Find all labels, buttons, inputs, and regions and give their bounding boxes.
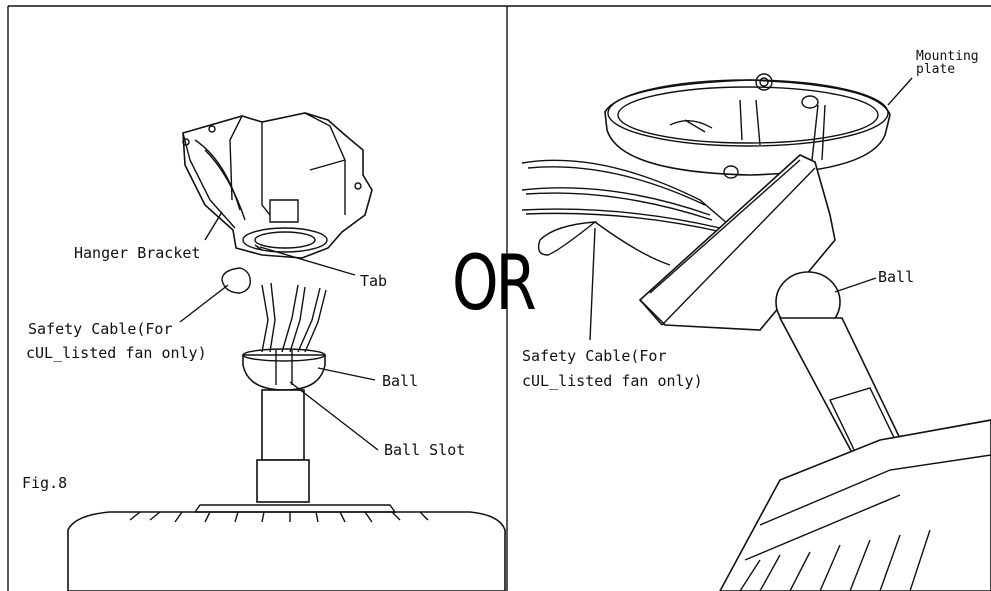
- mounting-plate-label-1: Mounting: [916, 49, 979, 64]
- figure-number: Fig.8: [22, 474, 68, 492]
- mounting-plate-label-2: plate: [916, 62, 956, 77]
- safety-cable-left-label-2: cUL_listed fan only): [26, 344, 207, 362]
- right-canopy-downrod: [638, 154, 991, 591]
- safety-cable-left-label-1: Safety Cable(For: [28, 320, 173, 338]
- safety-cable-right-label-1: Safety Cable(For: [522, 347, 667, 365]
- mounting-plate-drawing: [604, 73, 891, 179]
- hanger-bracket-label: Hanger Bracket: [74, 244, 201, 262]
- ball-right-label: Ball: [878, 268, 915, 286]
- tab-label: Tab: [360, 272, 388, 290]
- left-ball-downrod: [242, 348, 326, 503]
- left-wires: [221, 267, 327, 353]
- right-leader-lines: [589, 77, 913, 341]
- ball-left-label: Ball: [382, 372, 419, 390]
- or-divider-text: OR: [452, 238, 537, 327]
- ball-slot-label: Ball Slot: [384, 441, 466, 459]
- safety-cable-right-label-2: cUL_listed fan only): [522, 372, 703, 390]
- frame: [7, 5, 991, 591]
- left-leader-lines: [179, 211, 379, 451]
- left-motor-housing: [67, 504, 506, 591]
- hanger-bracket-drawing: [182, 112, 373, 259]
- right-wires: [521, 159, 736, 266]
